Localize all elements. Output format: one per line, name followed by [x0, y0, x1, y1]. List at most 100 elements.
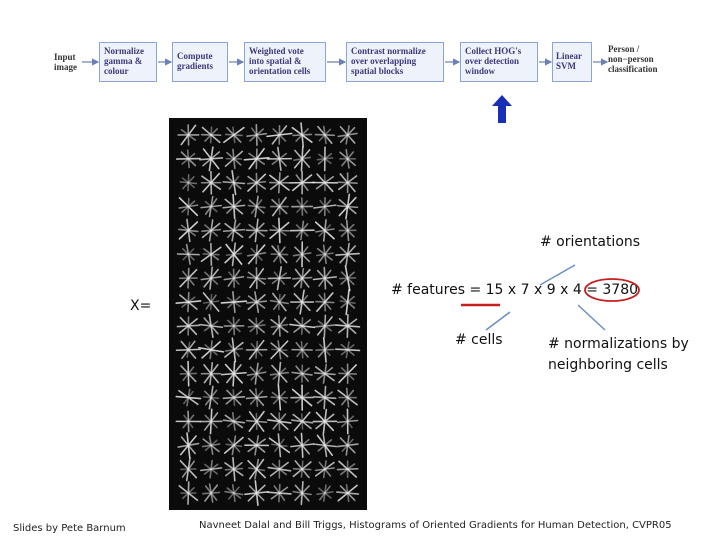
- hog-cell: [266, 125, 293, 145]
- hog-cell: [220, 360, 247, 387]
- hog-cell: [176, 316, 201, 336]
- hog-cell: [339, 288, 356, 316]
- hog-cell: [289, 220, 315, 241]
- hog-cell: [338, 265, 357, 292]
- hog-cell: [179, 174, 198, 192]
- stage-gradients-label: Compute gradients: [177, 51, 213, 71]
- hog-cell: [247, 317, 266, 335]
- hog-cell: [336, 484, 360, 503]
- hog-cell: [220, 291, 248, 314]
- orientations-label: # orientations: [540, 234, 641, 250]
- blue-up-arrow-icon: [492, 95, 512, 123]
- hog-cell: [202, 385, 220, 410]
- hog-cell: [291, 197, 314, 216]
- hog-cell: [202, 292, 220, 312]
- stage-gradients-box: [172, 42, 228, 82]
- hog-cell: [243, 148, 270, 170]
- hog-cell: [200, 362, 222, 386]
- hog-cell: [315, 292, 335, 312]
- hog-cell: [224, 337, 244, 363]
- hog-cell: [339, 148, 357, 169]
- hog-cell: [200, 266, 222, 290]
- hog-cell: [314, 125, 336, 145]
- hog-cell: [199, 408, 223, 435]
- hog-cell: [337, 172, 358, 194]
- hog-cell: [267, 412, 292, 431]
- hog-cell: [177, 124, 200, 146]
- hog-cell: [338, 219, 357, 242]
- hog-cell: [293, 146, 311, 172]
- stage-normalize-label: Normalize gamma & colour: [104, 46, 144, 76]
- hog-cell: [224, 148, 244, 169]
- stage-collect-label: Collect HOG's over detection window: [465, 46, 522, 76]
- hog-cell: [267, 459, 292, 479]
- hog-cell: [270, 384, 289, 411]
- hog-cell: [199, 459, 223, 479]
- hog-cell: [291, 267, 313, 289]
- hog-cell: [336, 193, 359, 220]
- hog-cell: [246, 267, 267, 290]
- hog-cell: [246, 244, 267, 265]
- hog-cell: [199, 146, 224, 172]
- hog-cell: [269, 217, 290, 244]
- hog-cell: [178, 218, 199, 243]
- hog-cell: [267, 266, 292, 291]
- hog-cell: [178, 481, 199, 505]
- hog-cell: [175, 291, 202, 313]
- features-formula: # features = 15 x 7 x 9 x 4 = 3780: [391, 282, 639, 298]
- hog-cell: [269, 196, 289, 217]
- hog-cell: [244, 480, 270, 506]
- hog-cell: [269, 361, 290, 386]
- hog-cell: [246, 172, 267, 193]
- hog-cell: [292, 241, 312, 268]
- hog-cell: [247, 195, 266, 218]
- hog-cell: [292, 460, 312, 479]
- hog-cell: [175, 410, 202, 433]
- hog-cell: [222, 193, 246, 220]
- hog-cell: [244, 435, 270, 456]
- hog-cell: [269, 292, 290, 312]
- normalizations-label: # normalizations by neighboring cells: [548, 336, 689, 373]
- hog-cell: [291, 122, 313, 148]
- hog-cell: [290, 289, 315, 315]
- hog-cell: [201, 219, 222, 242]
- hog-cell: [290, 432, 315, 458]
- hog-cell: [245, 218, 268, 243]
- hog-cell: [311, 173, 339, 193]
- hog-cell: [312, 266, 338, 290]
- hog-cell: [313, 363, 336, 384]
- hog-cell: [200, 195, 222, 218]
- hog-cell: [199, 313, 224, 339]
- hog-cell: [270, 244, 289, 264]
- hog-cell: [200, 170, 222, 195]
- hog-cell: [222, 170, 246, 196]
- hog-cell: [337, 387, 358, 408]
- slides-credit: Slides by Pete Barnum: [13, 523, 126, 534]
- stage-vote-box: [244, 42, 326, 82]
- hog-cell: [224, 456, 244, 482]
- hog-cell: [292, 480, 312, 506]
- hog-cell: [291, 364, 313, 383]
- stage-vote-label: Weighted vote into spatial & orientation…: [249, 46, 311, 76]
- stage-normalize-box: [99, 42, 157, 82]
- hog-cell: [314, 460, 335, 479]
- hog-cell: [178, 197, 199, 217]
- hog-cell: [247, 458, 266, 480]
- hog-cell: [289, 317, 316, 335]
- hog-descriptor-visualization: [169, 118, 367, 510]
- hog-cell: [266, 483, 292, 503]
- hog-cell: [200, 126, 222, 144]
- hog-cell: [177, 432, 200, 459]
- hog-cell: [223, 268, 245, 288]
- hog-cell: [338, 363, 358, 384]
- hog-cell: [202, 483, 221, 503]
- stage-contrast-box: [346, 42, 444, 82]
- hog-cell: [224, 242, 244, 267]
- hog-cell: [314, 219, 335, 242]
- hog-cell: [222, 219, 246, 242]
- hog-cell: [334, 341, 361, 359]
- paper-citation: Navneet Dalal and Bill Triggs, Histogram…: [199, 520, 672, 531]
- hog-cell: [246, 362, 267, 385]
- cells-label: # cells: [455, 332, 503, 348]
